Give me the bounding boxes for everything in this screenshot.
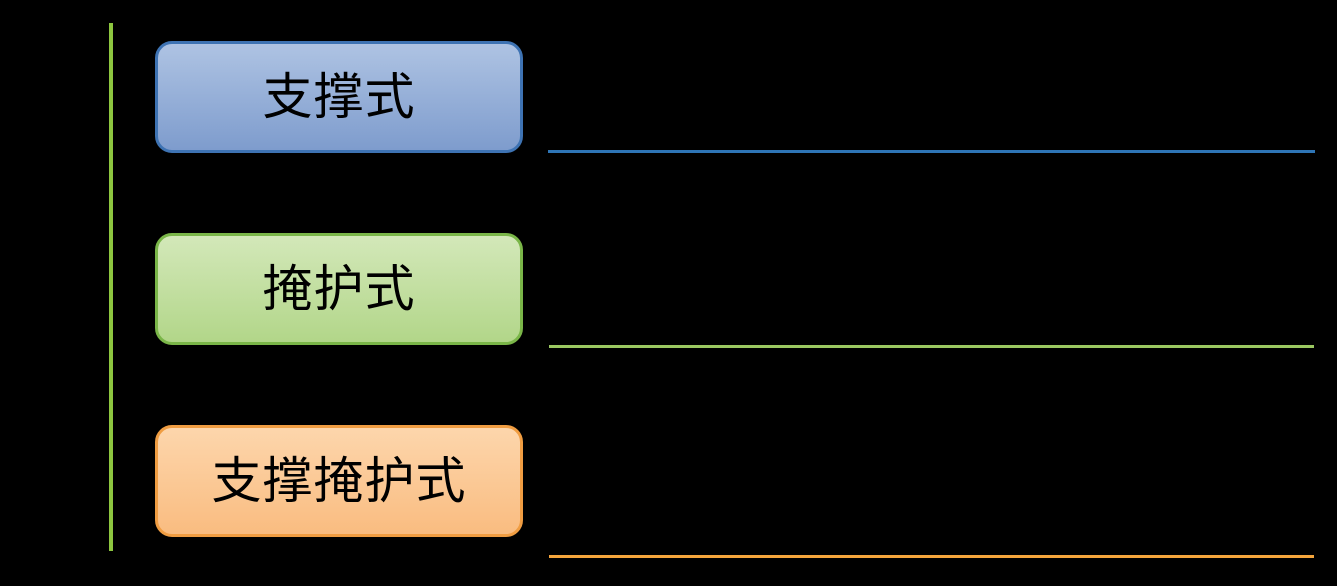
spine-line xyxy=(109,23,113,551)
shield-type-underline xyxy=(549,345,1314,348)
support-type-node: 支撑式 xyxy=(155,41,523,153)
support-shield-type-node: 支撑掩护式 xyxy=(155,425,523,537)
shield-type-node: 掩护式 xyxy=(155,233,523,345)
support-shield-type-label: 支撑掩护式 xyxy=(211,452,467,510)
support-type-underline xyxy=(548,150,1315,153)
shield-type-label: 掩护式 xyxy=(262,260,416,318)
support-shield-type-underline xyxy=(549,555,1314,558)
support-type-label: 支撑式 xyxy=(262,68,416,126)
